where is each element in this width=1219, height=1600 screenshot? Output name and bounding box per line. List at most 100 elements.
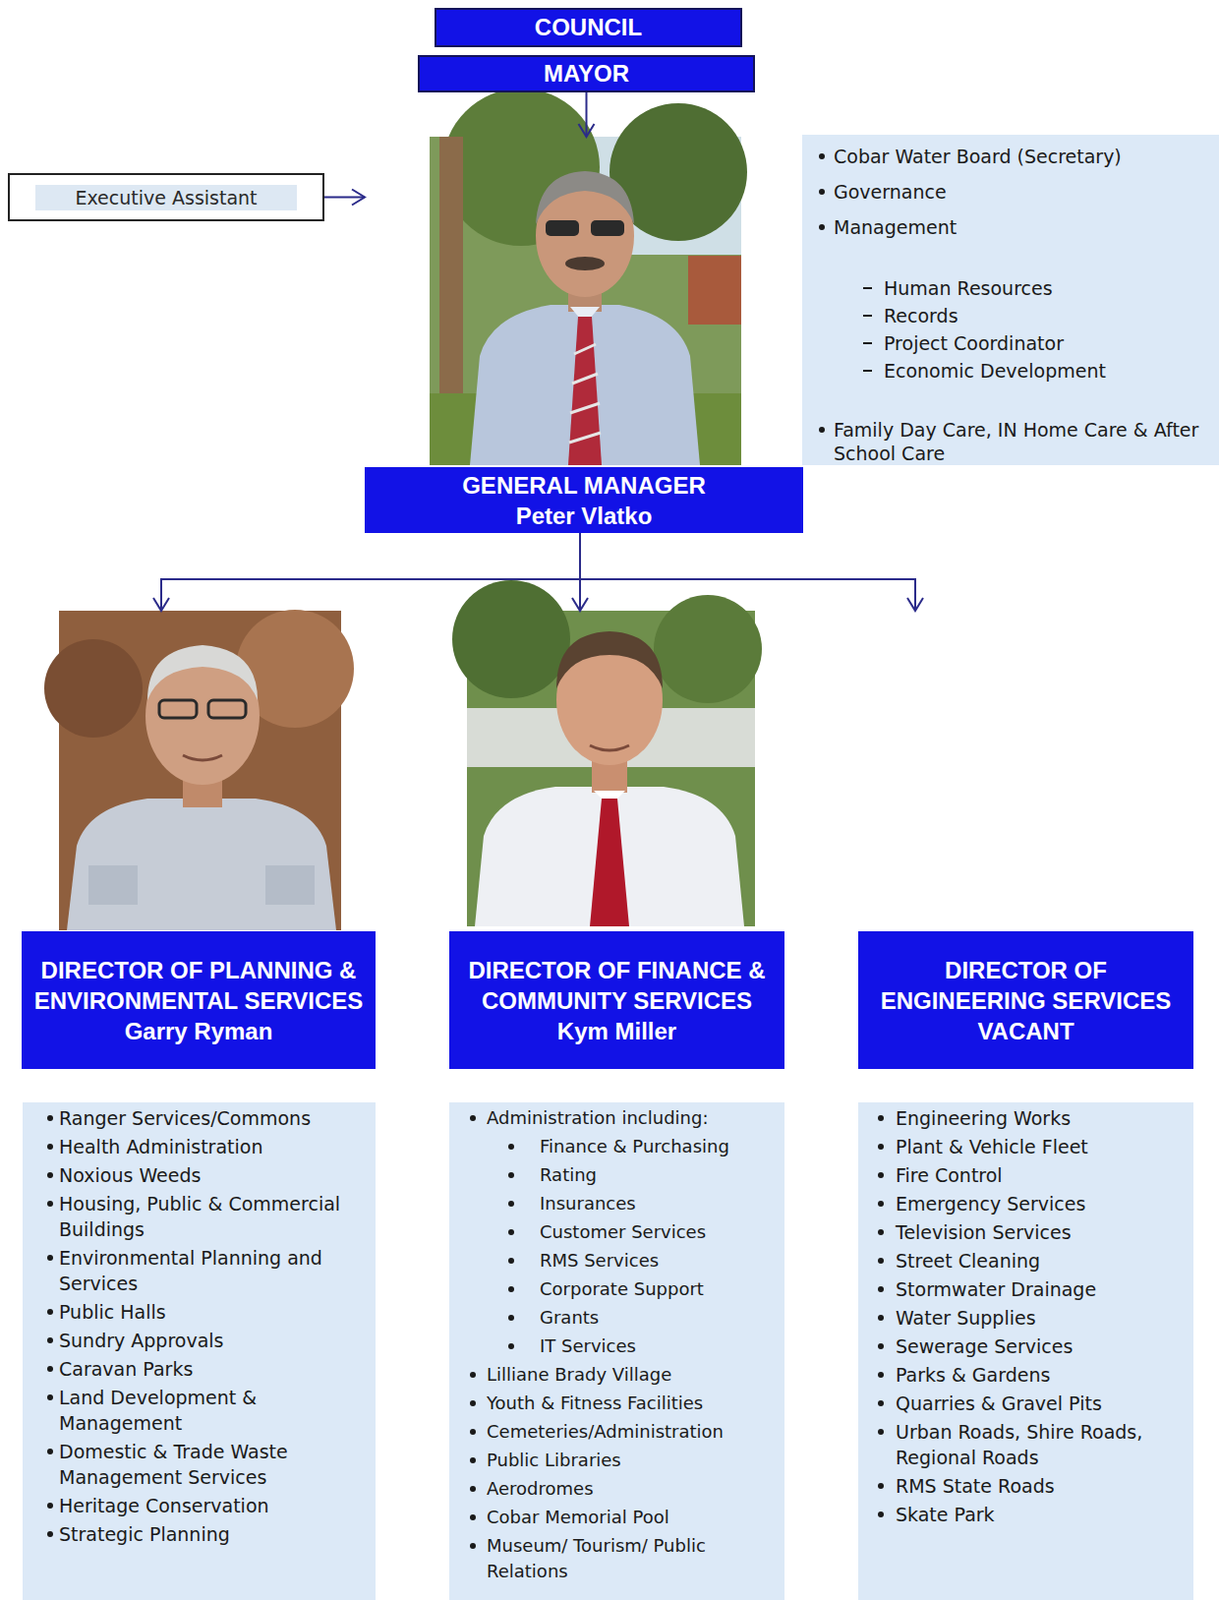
duty-item: Ranger Services/Commons — [58, 1104, 368, 1131]
duty-item: Quarries & Gravel Pits — [895, 1390, 1186, 1416]
list-item: Plant & Vehicle Fleet — [858, 1133, 1194, 1160]
duty-item: Water Supplies — [895, 1304, 1186, 1331]
bullet-dot — [47, 1143, 54, 1150]
bullet-dot — [469, 1114, 476, 1121]
list-item: Parks & Gardens — [858, 1361, 1194, 1388]
connector — [579, 92, 595, 137]
duty-item: Environmental Planning and Services — [58, 1244, 368, 1296]
photo-blur — [44, 638, 143, 738]
photo-tie-stripes — [569, 344, 601, 443]
photo-tie — [568, 316, 602, 465]
position-title: GENERAL MANAGER — [462, 469, 706, 501]
list-item: Records — [802, 303, 1219, 328]
connector — [153, 532, 581, 611]
list-item: Noxious Weeds — [22, 1161, 376, 1188]
position-title: DIRECTOR OF PLANNING & ENVIRONMENTAL SER… — [29, 954, 368, 1016]
list-item: Customer Services — [449, 1219, 785, 1245]
duty-item: Finance & Purchasing — [539, 1133, 777, 1160]
duty-item: Caravan Parks — [58, 1355, 368, 1382]
list-item: Land Development & Management — [22, 1384, 376, 1436]
duty-item: Management — [833, 215, 1212, 239]
title-plate: DIRECTOR OF PLANNING & ENVIRONMENTAL SER… — [21, 930, 376, 1069]
duty-item: Housing, Public & Commercial Buildings — [58, 1190, 368, 1242]
list-item: Insurances — [449, 1190, 785, 1217]
bullet-dot — [508, 1342, 515, 1349]
arrow-head — [351, 189, 365, 206]
connector — [324, 189, 365, 206]
director-box: DIRECTOR OF PLANNING & ENVIRONMENTAL SER… — [21, 610, 376, 1069]
duty-item: Emergency Services — [895, 1190, 1186, 1217]
list-item: Cobar Water Board (Secretary) — [802, 144, 1219, 169]
photo-glasses — [208, 699, 246, 718]
bullet-dot — [47, 1114, 54, 1121]
duty-item: Sewerage Services — [895, 1333, 1186, 1359]
list-item: Heritage Conservation — [22, 1492, 376, 1518]
duties-panel: Engineering WorksPlant & Vehicle FleetFi… — [858, 1102, 1194, 1600]
bullet-dot — [877, 1200, 884, 1207]
photo-pocket — [265, 865, 315, 905]
bullet-dot — [877, 1143, 884, 1150]
duty-item: Corporate Support — [539, 1276, 777, 1302]
duty-item: Cobar Water Board (Secretary) — [833, 144, 1212, 169]
duty-item: Cobar Memorial Pool — [486, 1504, 777, 1530]
duties-panel: Administration including:Finance & Purch… — [449, 1102, 785, 1600]
bullet-dot — [877, 1510, 884, 1517]
photo-pocket — [88, 865, 138, 905]
duty-item: Customer Services — [539, 1219, 777, 1245]
dash-marker — [863, 287, 872, 290]
bullet-dot — [877, 1399, 884, 1406]
bullet-dot — [877, 1482, 884, 1489]
bullet-dot — [469, 1399, 476, 1406]
duty-item: Governance — [833, 179, 1212, 204]
title-plate: GENERAL MANAGERPeter Vlatko — [364, 466, 804, 533]
title-plate: DIRECTOR OF ENGINEERING SERVICESVACANT — [858, 930, 1194, 1069]
list-item: Engineering Works — [858, 1104, 1194, 1131]
list-item: Rating — [449, 1161, 785, 1188]
list-item: Aerodromes — [449, 1475, 785, 1502]
position-title: DIRECTOR OF FINANCE & COMMUNITY SERVICES — [457, 954, 777, 1016]
dash-marker — [863, 342, 872, 345]
list-item: Cobar Memorial Pool — [449, 1504, 785, 1530]
list-item: Caravan Parks — [22, 1355, 376, 1382]
list-item: Skate Park — [858, 1501, 1194, 1527]
bullet-dot — [47, 1530, 54, 1537]
list-item: Governance — [802, 179, 1219, 204]
bullet-dot — [508, 1228, 515, 1235]
list-item: Public Halls — [22, 1298, 376, 1325]
connector-line — [161, 532, 581, 611]
duty-item: Health Administration — [58, 1133, 368, 1160]
duty-item: Museum/ Tourism/ Public Relations — [486, 1532, 777, 1584]
position-title: DIRECTOR OF ENGINEERING SERVICES — [866, 954, 1186, 1016]
photo-hair — [147, 644, 258, 700]
mayor-box: MAYOR — [417, 55, 755, 93]
list-item: Stormwater Drainage — [858, 1276, 1194, 1302]
bullet-dot — [508, 1285, 515, 1292]
bullet-dot — [877, 1228, 884, 1235]
person-name: Kym Miller — [557, 1015, 677, 1046]
list-item: Youth & Fitness Facilities — [449, 1390, 785, 1416]
duty-item: Land Development & Management — [58, 1384, 368, 1436]
duty-item: RMS Services — [539, 1247, 777, 1274]
bullet-dot — [47, 1336, 54, 1343]
bullet-dot — [818, 188, 825, 195]
duty-item: Insurances — [539, 1190, 777, 1217]
assistant-box: Executive Assistant — [7, 173, 325, 222]
photo-building — [688, 255, 742, 325]
list-item: Finance & Purchasing — [449, 1133, 785, 1160]
duty-item: Cemeteries/Administration — [486, 1418, 777, 1445]
list-item: Health Administration — [22, 1133, 376, 1160]
dash-marker — [863, 369, 872, 372]
duty-item: Fire Control — [895, 1161, 1186, 1188]
list-item: Strategic Planning — [22, 1520, 376, 1547]
person-name: VACANT — [977, 1015, 1074, 1046]
photo-moustache — [565, 256, 605, 271]
photo-shirt — [469, 304, 700, 465]
list-item: Environmental Planning and Services — [22, 1244, 376, 1296]
duty-item: Family Day Care, IN Home Care & After Sc… — [833, 417, 1212, 465]
bullet-dot — [877, 1428, 884, 1435]
duty-item: RMS State Roads — [895, 1472, 1186, 1499]
director-planning-photo — [44, 609, 354, 930]
bullet-dot — [47, 1254, 54, 1261]
list-item: Corporate Support — [449, 1276, 785, 1302]
